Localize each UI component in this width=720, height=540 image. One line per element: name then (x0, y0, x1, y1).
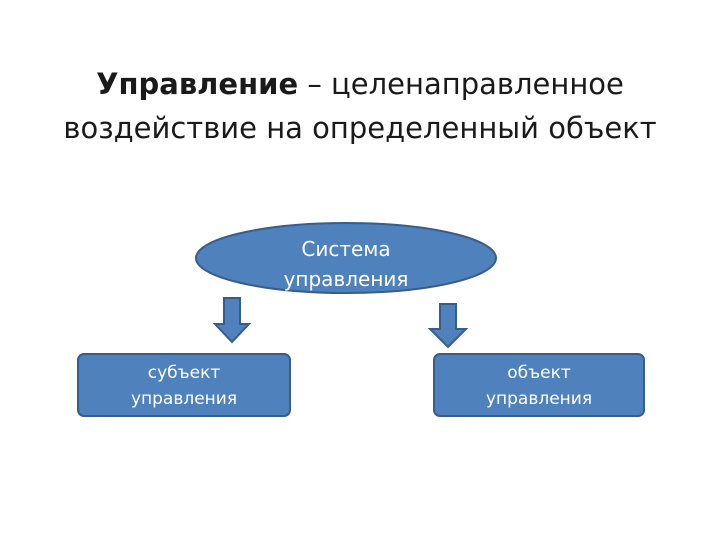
object-node-line1: объект (507, 363, 571, 383)
left-down-arrow-icon (212, 297, 252, 344)
system-node-line1: Система (301, 237, 391, 261)
subject-box (77, 353, 291, 417)
slide-title: Управление – целенаправленное воздействи… (60, 62, 660, 150)
system-node-line2: управления (283, 267, 409, 291)
subject-node-line2: управления (130, 389, 238, 409)
right-down-arrow-icon (427, 303, 469, 349)
subject-node-label: субъект управления (78, 360, 290, 412)
subject-node-line1: субъект (147, 363, 221, 383)
system-node-label: Система управления (196, 234, 496, 294)
object-node-line2: управления (485, 389, 593, 409)
title-term: Управление (96, 67, 299, 101)
system-ellipse (195, 222, 497, 294)
title-definition: – целенаправленное воздействие на опреде… (63, 67, 657, 145)
object-box (433, 353, 645, 417)
object-node-label: объект управления (434, 360, 644, 412)
